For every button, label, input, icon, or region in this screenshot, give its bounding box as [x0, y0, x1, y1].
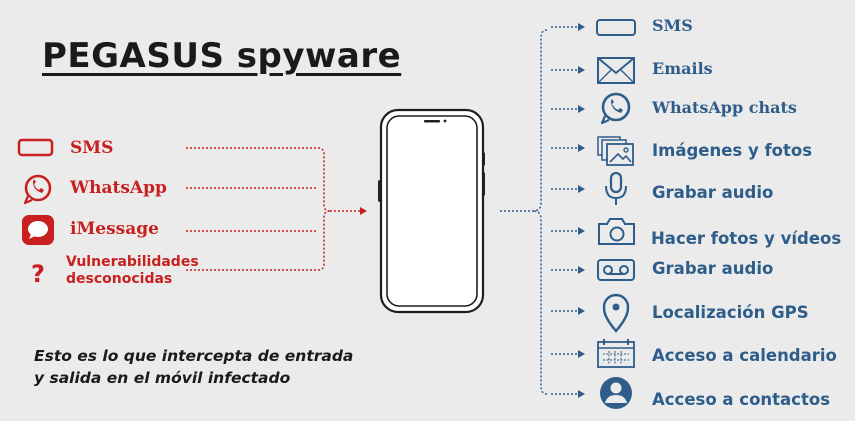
- whatsapp-icon: [23, 174, 52, 205]
- source-arrowhead: [360, 207, 367, 215]
- source-label-vulnerabilities-line2: desconocidas: [66, 271, 173, 287]
- svg-text:?: ?: [31, 260, 45, 288]
- calendar-icon: [597, 339, 635, 368]
- capability-label-record-audio: Grabar audio: [652, 183, 774, 202]
- question-icon: ?: [31, 260, 45, 288]
- capability-label-sms: SMS: [652, 16, 693, 35]
- source-label-imessage: iMessage: [70, 219, 159, 239]
- capability-arrowheads: [578, 23, 585, 398]
- location-pin-icon: [602, 293, 630, 333]
- whatsapp-icon: [600, 92, 631, 125]
- capability-label-emails: Emails: [652, 59, 713, 78]
- photos-icon: [597, 136, 634, 166]
- source-label-vulnerabilities: Vulnerabilidades desconocidas: [66, 254, 199, 288]
- contact-icon: [600, 377, 632, 409]
- source-connectors: [186, 147, 360, 271]
- camera-icon: [598, 218, 635, 245]
- microphone-icon: [605, 171, 627, 205]
- source-label-vulnerabilities-line1: Vulnerabilidades: [66, 254, 199, 270]
- sms-icon: [596, 19, 636, 36]
- capability-label-gps: Localización GPS: [652, 303, 809, 322]
- voicemail-icon: [597, 259, 635, 281]
- caption: Esto es lo que intercepta de entrada y s…: [34, 345, 353, 389]
- imessage-icon: [22, 215, 54, 245]
- caption-line-1: Esto es lo que intercepta de entrada: [34, 347, 354, 365]
- source-label-sms: SMS: [70, 138, 114, 158]
- capability-label-photos-videos: Hacer fotos y vídeos: [651, 229, 842, 248]
- capability-label-record-audio-2: Grabar audio: [652, 259, 774, 278]
- envelope-icon: [597, 57, 635, 84]
- capability-connectors: [500, 26, 578, 395]
- capability-label-images: Imágenes y fotos: [652, 141, 813, 160]
- caption-line-2: y salida en el móvil infectado: [34, 369, 291, 387]
- capability-label-contacts: Acceso a contactos: [652, 390, 831, 409]
- capability-label-calendar: Acceso a calendario: [652, 346, 837, 365]
- phone-illustration: [378, 108, 485, 314]
- capability-label-whatsapp-chats: WhatsApp chats: [652, 98, 797, 117]
- sms-icon: [17, 138, 54, 157]
- page-title: PEGASUS spyware: [42, 36, 402, 76]
- source-label-whatsapp: WhatsApp: [70, 178, 167, 198]
